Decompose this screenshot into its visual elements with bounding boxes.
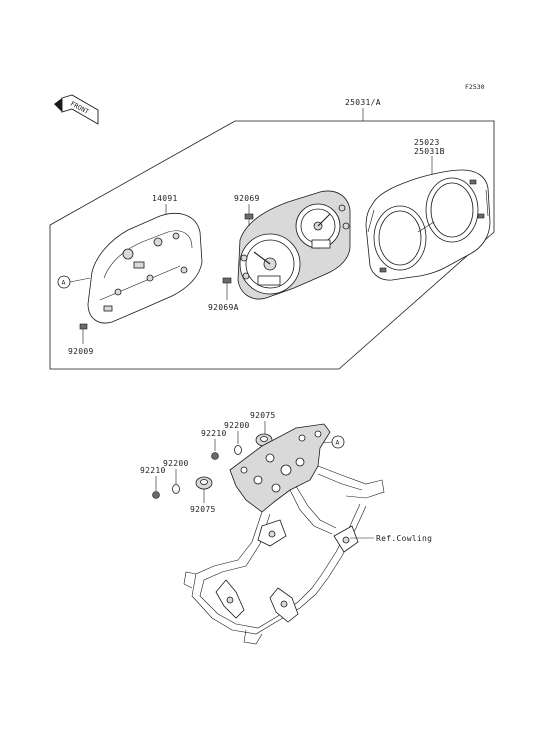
screw-case-icon <box>79 323 88 334</box>
label-collar-a: 92200 <box>224 421 250 430</box>
label-screw-case: 92009 <box>68 347 94 356</box>
label-case: 14091 <box>152 194 178 203</box>
collar-a-icon <box>234 445 242 455</box>
front-arrow-icon: FRONT <box>54 94 99 125</box>
svg-text:A: A <box>62 279 66 287</box>
label-grommet-b: 92075 <box>190 505 216 514</box>
grommet-b-icon <box>195 476 213 490</box>
label-screw-upper: 92069 <box>234 194 260 203</box>
nut-b-icon <box>152 491 160 499</box>
nut-a-icon <box>211 452 219 460</box>
label-collar-b: 92200 <box>163 459 189 468</box>
svg-text:A: A <box>336 439 340 447</box>
label-bezel-bottom: 25031B <box>414 147 445 156</box>
figure-code: F2530 <box>465 83 485 91</box>
meter-assembly-box <box>49 120 495 370</box>
collar-b-icon <box>172 484 180 494</box>
callout-a-lower: A <box>309 435 345 449</box>
meter-cover <box>365 169 491 281</box>
label-assembly: 25031/A <box>345 98 381 107</box>
label-ref-cowling: Ref.Cowling <box>376 534 432 543</box>
stay-bracket <box>183 423 385 645</box>
screw-lower-icon <box>222 277 232 290</box>
callout-a-upper: A <box>57 275 91 289</box>
label-screw-lower: 92069A <box>208 303 239 312</box>
label-grommet-a: 92075 <box>250 411 276 420</box>
meter-unit <box>237 190 351 300</box>
label-bezel-top: 25023 <box>414 138 440 147</box>
meter-case <box>87 213 203 324</box>
label-nut-b: 92210 <box>140 466 166 475</box>
screw-upper-icon <box>244 213 254 226</box>
label-nut-a: 92210 <box>201 429 227 438</box>
